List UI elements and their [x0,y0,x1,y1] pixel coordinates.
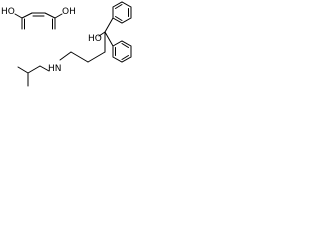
amino-alcohol-molecule: HO HN [17,1,132,87]
bond-chain-4 [59,51,72,61]
atom-label-oh-right: OH [62,7,76,17]
bond-c-phenyl-upper [104,17,114,33]
atom-label-hydroxyl: HO [88,34,102,44]
bond-c-hydroxyl [98,31,106,37]
bond-c1-c2 [21,12,33,19]
phenyl-ring-lower [112,40,132,63]
bond-c-phenyl-lower [104,31,114,47]
phenyl-lower-inner-3 [121,55,129,60]
bond-chain-2 [87,51,106,63]
atom-label-amine: HN [48,64,62,74]
maleic-acid-molecule: HO OH [1,7,76,30]
bond-c4-oh [54,13,63,19]
bond-ho-c1 [14,13,23,19]
bond-c3-c4 [44,12,56,19]
atom-label-ho-left: HO [1,7,15,17]
phenyl-upper-inner-1 [115,4,123,9]
phenyl-lower-inner-1 [121,43,129,48]
bond-ch-ch3-up [17,66,29,74]
bond-ch2-ch [27,65,41,74]
bond-chain-3 [70,51,89,63]
phenyl-upper-inner-3 [115,16,123,21]
bond-n-ch2 [39,65,50,72]
chemical-structure-diagram: HO OH HO HN [1,1,132,87]
